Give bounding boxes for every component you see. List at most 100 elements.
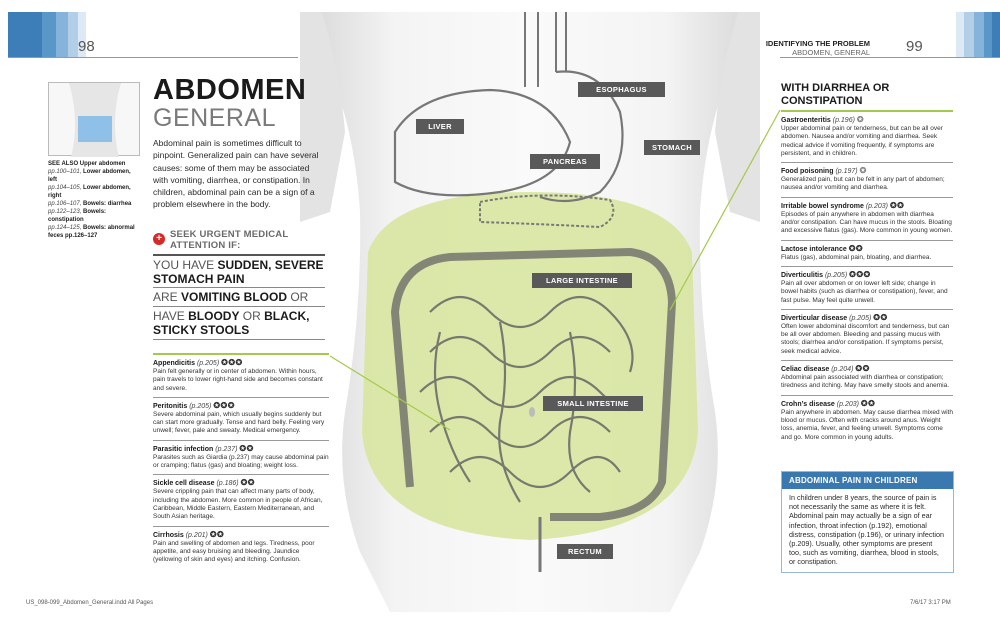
condition-title: Cirrhosis (p.201) ✪✪ xyxy=(153,530,329,540)
condition-name: Parasitic infection xyxy=(153,445,214,453)
running-head: IDENTIFYING THE PROBLEM ABDOMEN, GENERAL xyxy=(766,39,870,57)
see-also-ref-5: pp.124–125, xyxy=(48,225,82,231)
condition-name: Food poisoning xyxy=(781,168,834,176)
condition-description: Pain anywhere in abdomen. May cause diar… xyxy=(781,408,953,441)
condition-title: Lactose intolerance ✪✪ xyxy=(781,244,953,254)
page-subtitle: GENERAL xyxy=(153,104,276,132)
condition-entry: Crohn’s disease (p.203) ✪✪Pain anywhere … xyxy=(781,399,953,442)
condition-title: Appendicitis (p.205) ✪✪✪ xyxy=(153,358,329,368)
condition-divider xyxy=(781,196,953,198)
children-box-heading: ABDOMINAL PAIN IN CHILDREN xyxy=(782,472,953,489)
see-also-ref-3: pp.106–107, xyxy=(48,201,82,207)
label-small-intestine: SMALL INTESTINE xyxy=(543,396,643,411)
condition-title: Gastroenteritis (p.196) ✪ xyxy=(781,115,953,125)
body-thumbnail xyxy=(48,82,140,157)
liver-shape xyxy=(393,88,572,197)
condition-page-ref: (p.205) xyxy=(189,402,212,410)
condition-divider xyxy=(781,265,953,267)
see-also: SEE ALSO Upper abdomen pp.100–101, Lower… xyxy=(48,160,138,240)
large-intestine-shape xyxy=(391,248,676,521)
urgent-rule xyxy=(153,287,325,288)
right-header-bars xyxy=(928,12,1000,58)
see-also-ref-4: pp.122–123, xyxy=(48,209,82,215)
severity-icons: ✪✪✪ xyxy=(213,400,235,410)
condition-description: Severe crippling pain that can affect ma… xyxy=(153,488,323,521)
severity-icons: ✪✪✪ xyxy=(849,269,871,279)
left-page-number: 98 xyxy=(78,38,95,55)
condition-entry: Food poisoning (p.197) ✪Generalized pain… xyxy=(781,166,953,193)
condition-title: Peritonitis (p.205) ✪✪✪ xyxy=(153,401,329,411)
urgent-rule-top xyxy=(153,254,325,256)
severity-icons: ✪✪ xyxy=(860,398,876,408)
urgent-item-2: ARE VOMITING BLOOD OR xyxy=(153,290,328,304)
condition-divider xyxy=(781,360,953,362)
severity-icons: ✪ xyxy=(856,115,865,124)
see-also-line-1: Lower abdomen, left xyxy=(48,169,131,183)
condition-entry: Sickle cell disease (p.186) ✪✪Severe cri… xyxy=(153,478,329,521)
label-large-intestine: LARGE INTESTINE xyxy=(532,273,632,288)
see-also-ref-1: pp.100–101, xyxy=(48,169,82,175)
condition-entry: Peritonitis (p.205) ✪✪✪Severe abdominal … xyxy=(153,401,329,436)
severity-icons: ✪✪✪ xyxy=(221,358,243,367)
condition-page-ref: (p.186) xyxy=(216,480,239,488)
urgent-item-2-pre: ARE xyxy=(153,290,182,304)
condition-name: Peritonitis xyxy=(153,402,188,410)
medical-cross-icon: + xyxy=(153,233,165,245)
urgent-item-1: YOU HAVE SUDDEN, SEVERE STOMACH PAIN xyxy=(153,258,328,286)
label-pancreas: PANCREAS xyxy=(530,154,600,169)
left-conditions-list: Appendicitis (p.205) ✪✪✪Pain felt genera… xyxy=(153,353,329,568)
condition-divider xyxy=(781,162,953,164)
urgent-item-2-bold: VOMITING BLOOD xyxy=(181,290,288,304)
right-conditions-list: Gastroenteritis (p.196) ✪Upper abdominal… xyxy=(781,110,953,446)
stomach-shape xyxy=(539,70,624,203)
condition-title: Diverticulitis (p.205) ✪✪✪ xyxy=(781,270,953,280)
see-also-line-4: Bowels: constipation xyxy=(48,209,107,223)
urgent-item-1-bold: SUDDEN, SEVERE STOMACH PAIN xyxy=(153,258,324,286)
condition-entry: Celiac disease (p.204) ✪✪Abdominal pain … xyxy=(781,364,953,391)
see-also-line-6: feces pp.126–127 xyxy=(48,233,98,239)
severity-icons: ✪✪ xyxy=(240,478,255,488)
page-title: ABDOMEN xyxy=(153,74,307,106)
condition-page-ref: (p.205) xyxy=(849,314,872,322)
condition-page-ref: (p.203) xyxy=(836,400,859,408)
footer-file-info: US_098-099_Abdomen_General.indd All Page… xyxy=(26,600,154,606)
right-page-number: 99 xyxy=(906,38,923,55)
condition-name: Gastroenteritis xyxy=(781,117,831,124)
condition-divider xyxy=(781,394,953,396)
urgent-item-2-post: OR xyxy=(287,290,309,304)
see-also-line-5: Bowels: abnormal xyxy=(83,225,135,231)
severity-icons: ✪✪ xyxy=(239,443,254,453)
accent-rule xyxy=(781,110,953,112)
condition-page-ref: (p.196) xyxy=(832,117,855,124)
condition-page-ref: (p.237) xyxy=(215,445,238,453)
condition-entry: Diverticulitis (p.205) ✪✪✪Pain all over … xyxy=(781,270,953,305)
condition-entry: Gastroenteritis (p.196) ✪Upper abdominal… xyxy=(781,115,953,158)
condition-description: Pain and swelling of abdomen and legs. T… xyxy=(153,539,315,564)
running-head-title: IDENTIFYING THE PROBLEM xyxy=(765,39,870,48)
condition-description: Pain felt generally or in center of abdo… xyxy=(153,368,323,392)
right-column-heading: WITH DIARRHEA OR CONSTIPATION xyxy=(781,82,890,107)
label-liver: LIVER xyxy=(416,119,464,134)
see-also-label: SEE ALSO xyxy=(48,161,79,167)
label-rectum: RECTUM xyxy=(557,544,613,559)
left-header-bars xyxy=(8,12,116,58)
condition-page-ref: (p.197) xyxy=(835,168,858,176)
condition-page-ref: (p.201) xyxy=(185,531,208,539)
condition-title: Celiac disease (p.204) ✪✪ xyxy=(781,364,953,374)
condition-name: Sickle cell disease xyxy=(153,480,215,488)
condition-description: Parasites such as Giardia (p.237) may ca… xyxy=(153,453,329,470)
urgent-item-3-bold: BLOODY xyxy=(188,309,240,323)
see-also-line-0: Upper abdomen xyxy=(79,161,126,167)
footer-timestamp: 7/6/17 3:17 PM xyxy=(910,600,951,606)
condition-description: Often lower abdominal discomfort and ten… xyxy=(781,322,950,355)
right-header-rule xyxy=(780,57,1000,58)
see-also-line-3: Bowels: diarrhea xyxy=(83,201,132,207)
condition-title: Crohn’s disease (p.203) ✪✪ xyxy=(781,399,953,409)
condition-name: Appendicitis xyxy=(153,360,196,367)
condition-name: Diverticular disease xyxy=(781,314,848,322)
urgent-item-1-pre: YOU HAVE xyxy=(153,258,218,272)
condition-divider xyxy=(153,396,329,398)
severity-icons: ✪✪ xyxy=(855,364,870,374)
left-arm xyxy=(300,12,345,222)
see-also-line-2: Lower abdomen, right xyxy=(48,185,131,199)
